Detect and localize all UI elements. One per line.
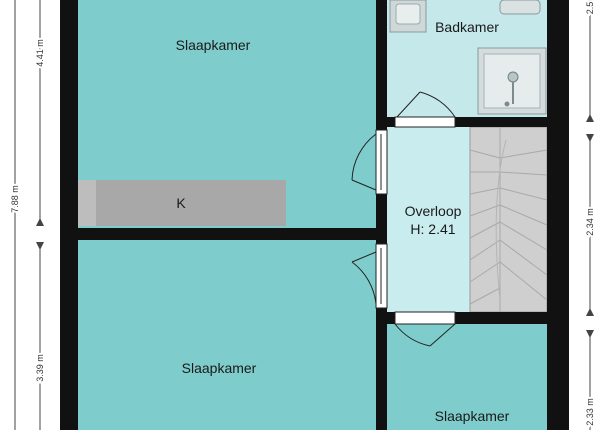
- door-bedroom-bottom-right: [394, 311, 456, 347]
- bedroom-bottom-right-area: [387, 324, 547, 430]
- bedroom-top-label: Slaapkamer: [176, 37, 251, 53]
- bedroom-bottom-right-label: Slaapkamer: [435, 408, 510, 424]
- dimension-left-top-label: 4.41 m: [35, 39, 45, 67]
- dimension-left-outer-label: 7.88 m: [10, 185, 20, 213]
- dimension-right: [586, 0, 594, 430]
- closet-edge: [78, 180, 96, 226]
- landing-height-label: H: 2.41: [410, 221, 455, 237]
- sink-basin: [395, 3, 421, 25]
- dimension-left-inner: [36, 0, 44, 430]
- door-bedroom-top: [351, 129, 388, 195]
- dimension-right-middle-label: 2.34 m: [585, 208, 595, 236]
- door-bathroom: [394, 91, 456, 128]
- toilet-fixture: [499, 0, 541, 15]
- shower-head-icon: [504, 101, 510, 107]
- shower-drain-icon: [507, 71, 519, 83]
- closet-label: K: [176, 195, 186, 211]
- bedroom-bottom-left-area: [78, 240, 376, 430]
- staircase: [469, 126, 548, 313]
- dimension-right-top-label: 2.5: [585, 2, 595, 15]
- dimension-right-bottom-label: 2.33 m: [585, 398, 595, 426]
- bathroom-label: Badkamer: [435, 19, 499, 35]
- walls: [60, 0, 569, 430]
- closet-area: [78, 180, 286, 226]
- bedroom-bottom-left-label: Slaapkamer: [182, 360, 257, 376]
- landing-label: Overloop: [405, 203, 462, 219]
- door-bedroom-bottom-left: [351, 243, 388, 309]
- dimension-left-bottom-label: 3.39 m: [35, 354, 45, 382]
